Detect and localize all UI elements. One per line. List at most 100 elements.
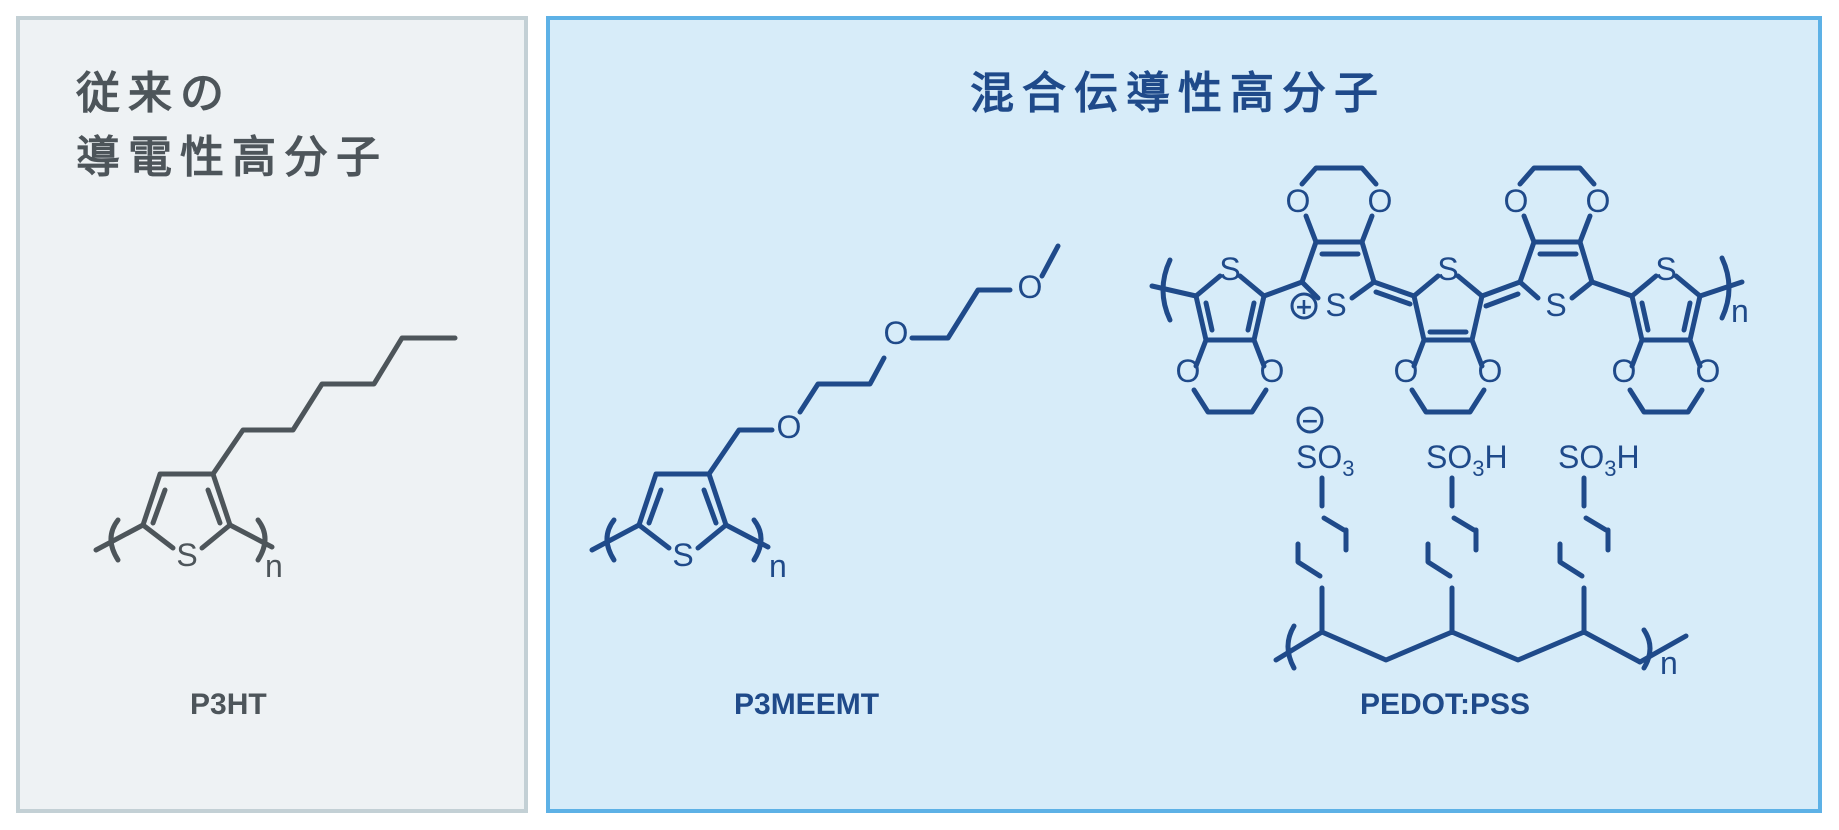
double-bond-inner: [1681, 300, 1693, 333]
sulfonate-group: SO3: [1296, 439, 1354, 481]
left-panel-title-line2: 導電性高分子: [76, 132, 388, 183]
bond: [1193, 337, 1209, 369]
double-bond-inner: [1203, 300, 1215, 333]
thiophene-ring-bonds: [636, 471, 729, 528]
anion-sign: −: [1301, 409, 1319, 434]
bond: [1299, 279, 1321, 301]
bond: [1589, 279, 1635, 299]
oxygen-atom: O: [1018, 269, 1043, 305]
sulfur-atom: S: [176, 537, 197, 573]
repeat-bracket-open: [1160, 257, 1173, 323]
dioxane-ring: [1627, 387, 1705, 415]
pedot-ring-1: [1193, 293, 1267, 343]
bond: [1261, 279, 1305, 299]
minus-charge-circle: [1296, 406, 1324, 434]
p3meemt-structure: S n O O O: [589, 243, 1061, 584]
bond: [1637, 633, 1689, 665]
bond: [1569, 279, 1595, 301]
sulfur-atom: S: [1655, 251, 1676, 287]
bond: [1349, 279, 1377, 301]
bond: [1237, 273, 1267, 299]
bond: [1479, 279, 1523, 299]
terminal-methyl: [1039, 243, 1061, 279]
double-bond-inner: [1483, 291, 1521, 309]
repeat-bracket-open: [1285, 623, 1297, 671]
pedot-pss-label: PEDOT:PSS: [1360, 688, 1531, 721]
oxygen-atom: O: [1394, 353, 1419, 389]
aromatic-inner: [1557, 541, 1585, 579]
bond: [636, 522, 672, 551]
sulfur-atom: S: [672, 537, 693, 573]
dioxane-ring: [1517, 165, 1597, 187]
aromatic-inner: [1425, 541, 1453, 579]
bond: [589, 522, 642, 553]
sulfur-atom: S: [1545, 287, 1566, 323]
dioxane-ring: [1191, 387, 1269, 415]
bond: [1251, 337, 1267, 369]
aromatic-inner: [1451, 515, 1477, 533]
repeat-bracket-close: [751, 517, 764, 563]
repeat-unit-n: n: [1660, 645, 1678, 681]
double-bond-inner: [150, 487, 168, 526]
pss-backbone: [1319, 629, 1643, 665]
pedot-ring-5: [1629, 293, 1703, 343]
plus-charge-circle: [1290, 292, 1318, 320]
pedot-ring-3: [1411, 293, 1485, 343]
cation-sign: +: [1295, 295, 1313, 320]
double-bond-inner: [205, 487, 223, 526]
pedot-ring-4: [1517, 239, 1595, 285]
repeat-unit-n: n: [1731, 293, 1749, 329]
aromatic-inner: [1321, 515, 1347, 533]
sulfur-atom: S: [1437, 251, 1458, 287]
conventional-polymer-panel: [16, 16, 528, 813]
side-chain: [909, 287, 1013, 341]
bond: [695, 522, 729, 551]
oxygen-atom: O: [1478, 353, 1503, 389]
bond: [1629, 273, 1659, 299]
sulfonic-acid-group: SO3H: [1558, 439, 1640, 481]
p3ht-structure: S n: [93, 335, 458, 584]
sulfur-atom: S: [1325, 287, 1346, 323]
repeat-bracket-open: [108, 517, 121, 563]
bond: [1697, 279, 1745, 299]
p3meemt-label: P3MEEMT: [734, 688, 880, 721]
bond: [1411, 337, 1427, 369]
aromatic-inner: [1295, 541, 1323, 579]
bond: [1687, 337, 1703, 369]
bond: [1149, 283, 1199, 299]
double-bond-inner: [646, 487, 664, 526]
oxygen-atom: O: [1696, 353, 1721, 389]
repeat-unit-n: n: [769, 548, 787, 584]
double-bond-inner: [1245, 300, 1257, 333]
bond: [1469, 337, 1485, 369]
bond: [93, 522, 146, 553]
bond: [1371, 279, 1417, 299]
oxygen-atom: O: [1176, 353, 1201, 389]
dioxane-ring: [1299, 165, 1379, 187]
bond: [140, 522, 176, 551]
pedot-pss-structure: S O O S + O O S O O: [1149, 165, 1749, 681]
bond: [1673, 273, 1703, 299]
bond: [1521, 213, 1537, 245]
sulfur-atom: S: [1219, 251, 1240, 287]
oxygen-atom: O: [1612, 353, 1637, 389]
oxygen-atom: O: [1368, 183, 1393, 219]
double-bond-inner: [701, 487, 719, 526]
repeat-bracket-close: [1641, 627, 1653, 671]
oxygen-atom: O: [777, 409, 802, 445]
thiophene-ring-bonds: [140, 471, 233, 528]
aromatic-inner: [1583, 515, 1609, 533]
bond: [1193, 273, 1223, 299]
repeat-bracket-close: [255, 517, 268, 563]
repeat-unit-n: n: [265, 548, 283, 584]
bond: [1303, 213, 1319, 245]
radical-dot: ·: [1575, 271, 1586, 307]
bond: [1629, 337, 1645, 369]
oxygen-atom: O: [1260, 353, 1285, 389]
double-bond-inner: [1639, 300, 1651, 333]
sulfonic-acid-group: SO3H: [1426, 439, 1508, 481]
mixed-conduction-polymer-panel: [546, 16, 1822, 813]
bond: [1517, 279, 1541, 301]
side-chain: [797, 355, 887, 415]
